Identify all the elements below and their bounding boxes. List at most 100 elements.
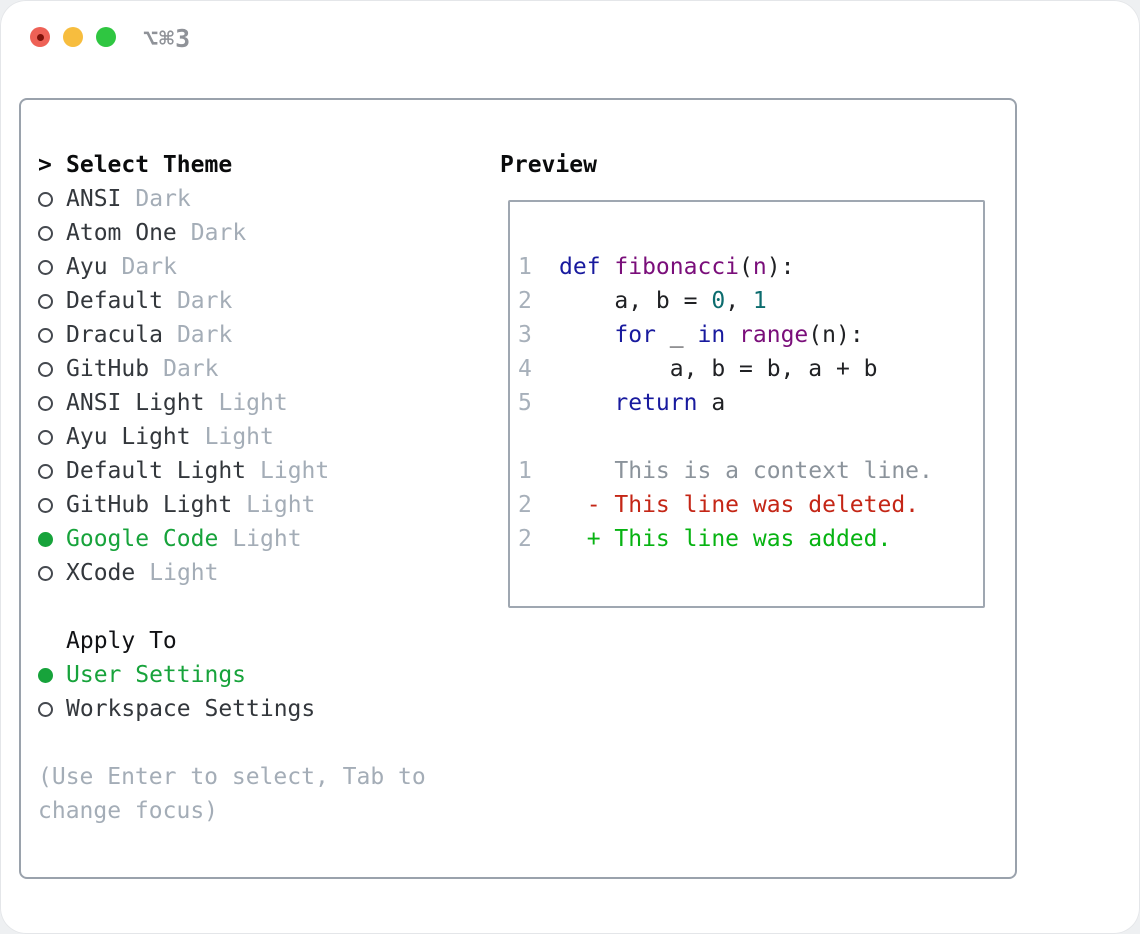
code-line: 2 + This line was added.: [518, 522, 983, 556]
radio-icon[interactable]: [38, 463, 53, 479]
code-content: - This line was deleted.: [559, 492, 920, 518]
radio-icon[interactable]: [38, 259, 53, 275]
code-content: a, b = b, a + b: [559, 356, 878, 382]
line-number: 4: [518, 356, 532, 382]
theme-option[interactable]: ANSI Light Light: [38, 386, 478, 420]
theme-name: ANSI Light: [66, 390, 205, 416]
theme-variant: Light: [204, 424, 274, 450]
apply-to-option[interactable]: User Settings: [38, 658, 478, 692]
radio-icon[interactable]: [38, 565, 53, 581]
line-number: 2: [518, 492, 532, 518]
code-line: 5 return a: [518, 386, 983, 420]
line-number: 3: [518, 322, 532, 348]
theme-option[interactable]: ANSI Dark: [38, 182, 478, 216]
line-number: 1: [518, 458, 532, 484]
code-line: 1 This is a context line.: [518, 454, 983, 488]
apply-to-label: Workspace Settings: [66, 696, 316, 722]
theme-option[interactable]: GitHub Dark: [38, 352, 478, 386]
theme-name: Google Code: [66, 526, 219, 552]
theme-variant: Dark: [163, 356, 219, 382]
titlebar: ⌥⌘3: [0, 0, 1140, 78]
preview-title: Preview: [500, 152, 597, 178]
theme-variant: Light: [260, 458, 330, 484]
close-button-icon[interactable]: [30, 27, 50, 47]
theme-name: Ayu: [66, 254, 108, 280]
theme-option[interactable]: Ayu Light Light: [38, 420, 478, 454]
code-content: return a: [614, 390, 726, 416]
code-content: def fibonacci(n):: [559, 254, 795, 280]
radio-icon[interactable]: [38, 497, 53, 513]
theme-variant: Dark: [190, 220, 247, 246]
code-content: for _ in range(n):: [614, 322, 864, 348]
spacer-row: [38, 590, 478, 624]
help-line: change focus): [38, 798, 219, 824]
theme-name: GitHub Light: [66, 492, 233, 518]
radio-icon[interactable]: [38, 701, 53, 717]
line-number: 1: [518, 254, 532, 280]
code-line: 1 def fibonacci(n):: [518, 250, 983, 284]
theme-name: Default: [66, 288, 163, 314]
code-content: This is a context line.: [559, 458, 933, 484]
theme-name: Ayu Light: [66, 424, 191, 450]
theme-variant: Light: [149, 560, 219, 586]
theme-name: Default Light: [66, 458, 247, 484]
apply-to-option[interactable]: Workspace Settings: [38, 692, 478, 726]
theme-variant: Dark: [176, 322, 233, 348]
code-content: + This line was added.: [559, 526, 892, 552]
code-line: 4 a, b = b, a + b: [518, 352, 983, 386]
apply-to-label: User Settings: [66, 662, 247, 688]
apply-to-header-row: Apply To: [38, 624, 478, 658]
radio-icon[interactable]: [38, 191, 53, 207]
radio-selected-icon[interactable]: [38, 531, 53, 547]
theme-name: GitHub: [66, 356, 150, 382]
theme-name: ANSI: [66, 186, 122, 212]
select-theme-title: Select Theme: [66, 152, 233, 178]
window-title: ⌥⌘3: [143, 24, 192, 53]
minimize-button-icon[interactable]: [63, 27, 83, 47]
select-theme-header-row: > Select Theme: [38, 148, 478, 182]
theme-option[interactable]: Dracula Dark: [38, 318, 478, 352]
code-content: a, b = 0, 1: [559, 288, 767, 314]
theme-option[interactable]: Default Light Light: [38, 454, 478, 488]
theme-variant: Light: [246, 492, 316, 518]
radio-icon[interactable]: [38, 395, 53, 411]
radio-selected-icon[interactable]: [38, 667, 53, 683]
help-text: (Use Enter to select, Tab to change focus…: [38, 760, 478, 828]
radio-icon[interactable]: [38, 327, 53, 343]
theme-name: XCode: [66, 560, 136, 586]
indent-spacer: [38, 634, 53, 649]
line-number: 2: [518, 526, 532, 552]
radio-icon[interactable]: [38, 293, 53, 309]
theme-option[interactable]: XCode Light: [38, 556, 478, 590]
theme-variant: Dark: [121, 254, 177, 280]
code-line: 2 - This line was deleted.: [518, 488, 983, 522]
code-line: 2 a, b = 0, 1: [518, 284, 983, 318]
zoom-button-icon[interactable]: [96, 27, 116, 47]
line-number: [518, 420, 559, 454]
radio-icon[interactable]: [38, 429, 53, 445]
theme-variant: Light: [218, 390, 288, 416]
help-line: (Use Enter to select, Tab to: [38, 764, 426, 790]
theme-option[interactable]: GitHub Light Light: [38, 488, 478, 522]
theme-variant: Light: [232, 526, 302, 552]
theme-name: Atom One: [66, 220, 177, 246]
line-number: 2: [518, 288, 532, 314]
code-line: 3 for _ in range(n):: [518, 318, 983, 352]
theme-option[interactable]: Default Dark: [38, 284, 478, 318]
line-number: 5: [518, 390, 532, 416]
radio-icon[interactable]: [38, 225, 53, 241]
theme-variant: Dark: [176, 288, 233, 314]
theme-variant: Dark: [135, 186, 191, 212]
theme-option[interactable]: Ayu Dark: [38, 250, 478, 284]
code-line: [518, 420, 983, 454]
theme-name: Dracula: [66, 322, 163, 348]
theme-option[interactable]: Google Code Light: [38, 522, 478, 556]
radio-icon[interactable]: [38, 361, 53, 377]
theme-option[interactable]: Atom One Dark: [38, 216, 478, 250]
